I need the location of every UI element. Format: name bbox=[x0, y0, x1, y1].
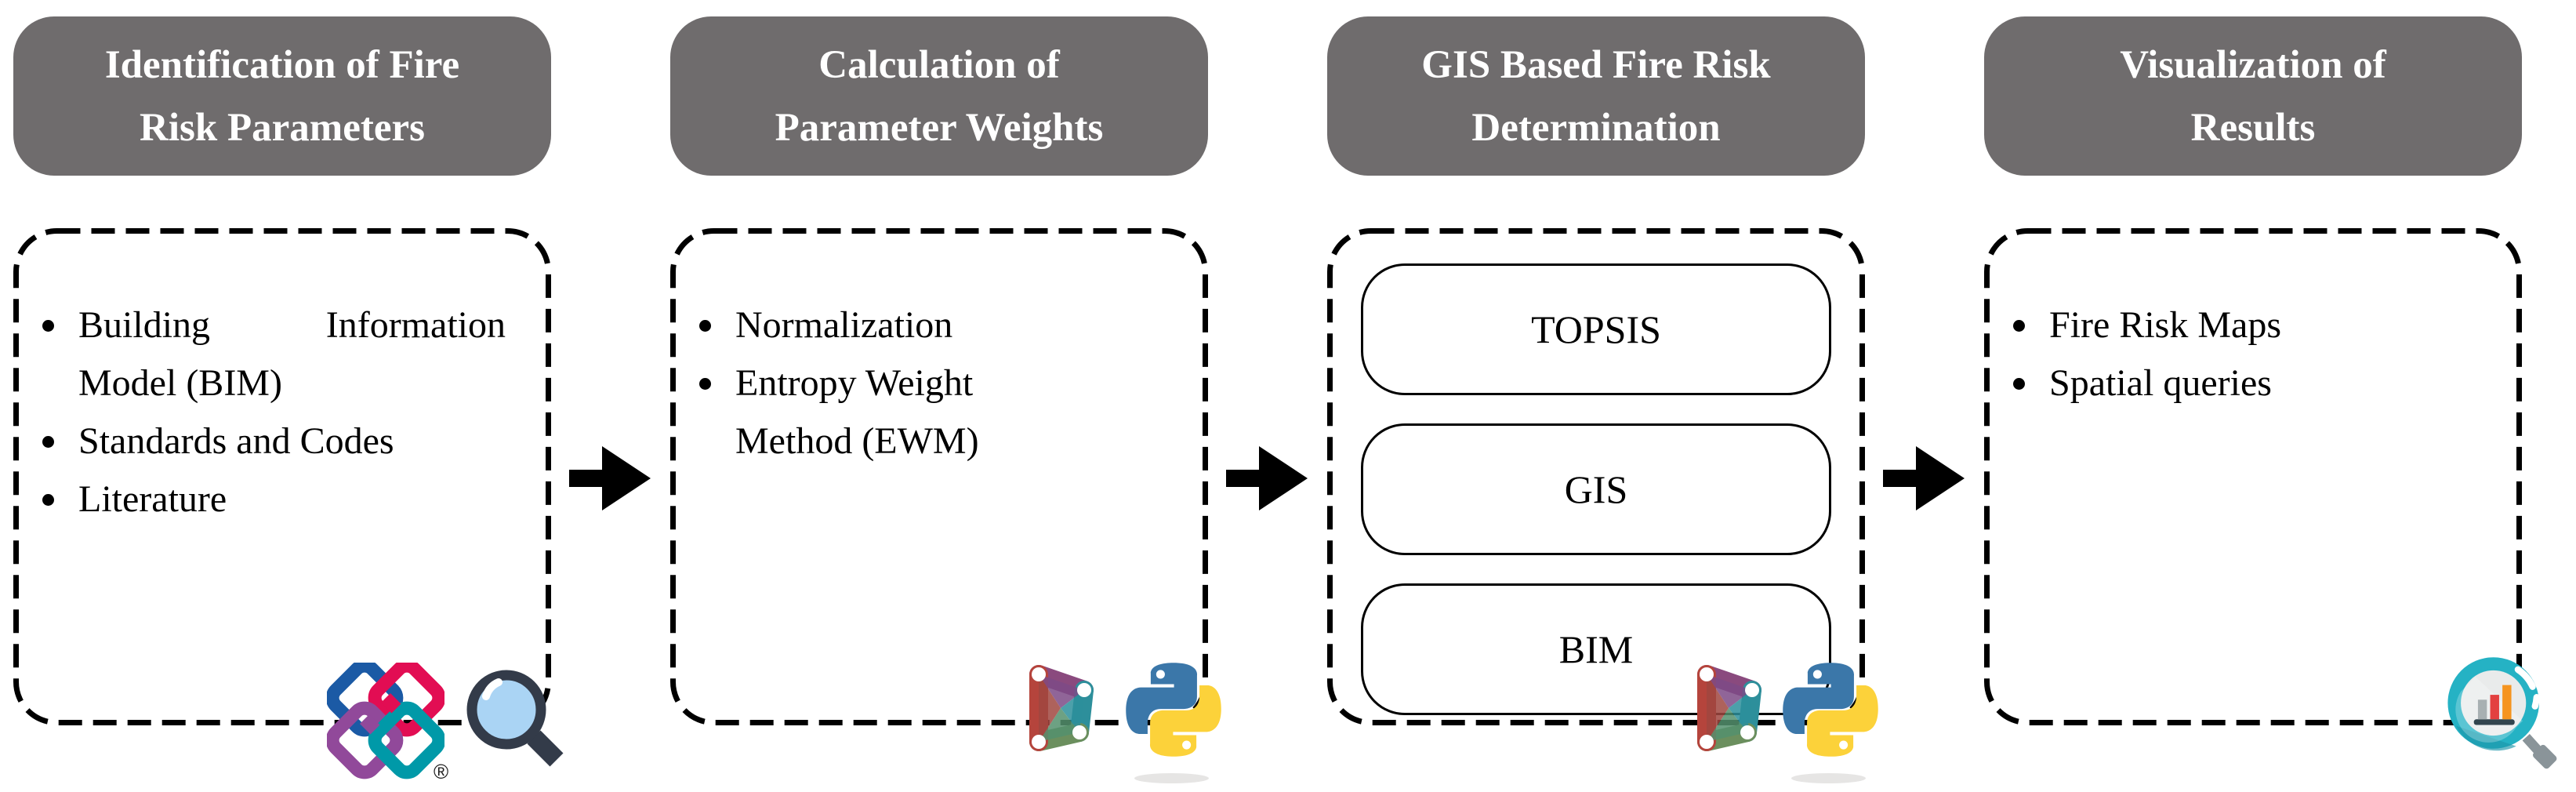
panel-content: Fire Risk Maps Spatial queries bbox=[1984, 228, 2522, 412]
list-item: Normalization bbox=[699, 296, 1072, 354]
header-line: Visualization of bbox=[2120, 42, 2386, 87]
column-identification: Identification of Fire Risk Parameters B… bbox=[13, 0, 564, 783]
process-flow: Identification of Fire Risk Parameters B… bbox=[13, 0, 2557, 783]
method-box-topsis: TOPSIS bbox=[1361, 263, 1831, 395]
header-line: GIS Based Fire Risk bbox=[1421, 42, 1771, 87]
search-analytics-icon bbox=[2442, 652, 2558, 779]
header-line: Identification of Fire bbox=[104, 42, 460, 87]
python-logo-icon bbox=[1125, 661, 1222, 762]
column-weights: Calculation of Parameter Weights Normali… bbox=[670, 0, 1221, 783]
open3d-logo bbox=[1697, 665, 1761, 751]
magnifier-icon bbox=[462, 665, 567, 772]
list-item: Entropy Weight Method (EWM) bbox=[699, 354, 1072, 470]
column-visualization: Visualization of Results Fire Risk Maps … bbox=[1984, 0, 2557, 769]
open3d-logo bbox=[1029, 665, 1094, 751]
registered-trademark: ® bbox=[434, 760, 449, 783]
bullet-list: Building Information Model (BIM) Standar… bbox=[13, 228, 551, 529]
dashed-border bbox=[1327, 228, 1865, 725]
header-line: Results bbox=[2190, 105, 2316, 150]
header-identification: Identification of Fire Risk Parameters bbox=[13, 16, 551, 176]
python-logo-shadow bbox=[1134, 773, 1209, 783]
bullet-list: Fire Risk Maps Spatial queries bbox=[1984, 228, 2522, 412]
dashed-border bbox=[670, 228, 1208, 725]
open3d-logo-icon bbox=[1021, 659, 1105, 761]
panel-gis-determination: TOPSIS GIS BIM bbox=[1327, 228, 1865, 725]
python-logo-icon bbox=[1782, 661, 1879, 762]
list-item: Building Information Model (BIM) bbox=[42, 296, 506, 412]
dashed-border bbox=[13, 228, 551, 725]
python-logo-shadow bbox=[1791, 773, 1866, 783]
header-line: Determination bbox=[1471, 105, 1721, 150]
open3d-logo-icon bbox=[1689, 659, 1772, 761]
header-line: Parameter Weights bbox=[775, 105, 1104, 150]
magnifier-glass bbox=[466, 670, 564, 767]
python-logo bbox=[1783, 663, 1878, 757]
dashed-border bbox=[1984, 228, 2522, 725]
flow-arrow-right-icon bbox=[569, 446, 651, 510]
buildingsmart-ifc-logo-icon: ® bbox=[325, 659, 448, 788]
list-item: Literature bbox=[42, 470, 506, 529]
header-line: Risk Parameters bbox=[140, 105, 425, 150]
column-gis-determination: GIS Based Fire Risk Determination TOPSIS… bbox=[1327, 0, 1878, 783]
buildingsmart-ifc-logo bbox=[325, 659, 446, 779]
panel-content: Building Information Model (BIM) Standar… bbox=[13, 228, 551, 529]
list-item: Standards and Codes bbox=[42, 412, 506, 470]
method-box-gis: GIS bbox=[1361, 423, 1831, 555]
flow-arrow-right-icon bbox=[1883, 446, 1965, 510]
list-item: Fire Risk Maps bbox=[2013, 296, 2498, 354]
bullet-list: Normalization Entropy Weight Method (EWM… bbox=[670, 228, 1208, 470]
panel-identification: Building Information Model (BIM) Standar… bbox=[13, 228, 551, 725]
panel-weights: Normalization Entropy Weight Method (EWM… bbox=[670, 228, 1208, 725]
list-item: Spatial queries bbox=[2013, 354, 2498, 412]
search-analytics bbox=[2447, 657, 2557, 769]
panel-content: Normalization Entropy Weight Method (EWM… bbox=[670, 228, 1208, 470]
panel-visualization: Fire Risk Maps Spatial queries bbox=[1984, 228, 2522, 725]
python-logo bbox=[1126, 663, 1221, 757]
flow-arrow-right-icon bbox=[1226, 446, 1308, 510]
panel-content: TOPSIS GIS BIM bbox=[1327, 228, 1865, 715]
header-weights: Calculation of Parameter Weights bbox=[670, 16, 1208, 176]
header-visualization: Visualization of Results bbox=[1984, 16, 2522, 176]
header-gis-determination: GIS Based Fire Risk Determination bbox=[1327, 16, 1865, 176]
header-line: Calculation of bbox=[818, 42, 1060, 87]
